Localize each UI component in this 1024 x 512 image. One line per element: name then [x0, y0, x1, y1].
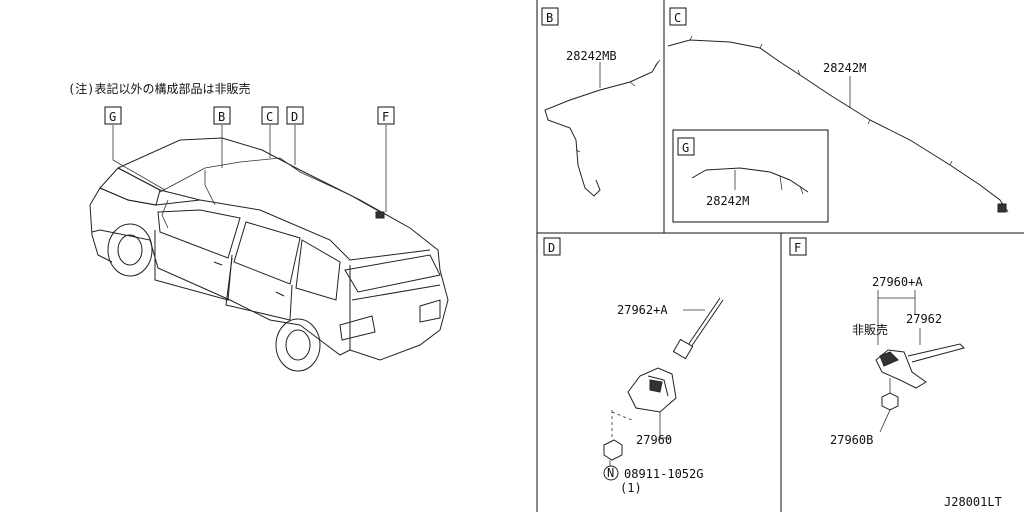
- harness-28242m-g: [691, 167, 809, 193]
- panel-d-nut-qty: (1): [620, 481, 642, 495]
- panel-d: D 27962+A 27960 N 08911-1052G (1): [543, 237, 724, 495]
- panel-d-nut-symbol: N: [607, 466, 614, 480]
- panel-frames: [536, 0, 1024, 512]
- panel-d-nut-part: 08911-1052G: [624, 467, 703, 481]
- nut-27960b-icon: [881, 392, 899, 411]
- callout-c-label: C: [266, 110, 273, 124]
- callout-g-label: G: [109, 110, 116, 124]
- callout-f-label: F: [382, 110, 389, 124]
- callout-c[interactable]: C: [261, 106, 279, 125]
- panel-b-letter: B: [546, 11, 553, 25]
- callout-b-label: B: [218, 110, 225, 124]
- note-text: (注)表記以外の構成部品は非販売: [68, 81, 250, 96]
- panel-g-part-number: 28242M: [706, 194, 749, 208]
- panel-f-assembly-part: 27960+A: [872, 275, 923, 289]
- harness-28242mb: [544, 61, 659, 197]
- panel-d-antenna-part: 27962+A: [617, 303, 668, 317]
- callout-d[interactable]: D: [286, 106, 304, 125]
- harness-28242m: [667, 39, 1009, 213]
- callout-leaders: [112, 125, 387, 212]
- panel-f: F 27960+A 非販売 27962 27960B: [789, 237, 965, 447]
- panel-b: B 28242MB: [541, 7, 661, 197]
- panel-f-not-sold: 非販売: [852, 322, 888, 337]
- panel-d-letter: D: [548, 241, 555, 255]
- drawing-id: J28001LT: [944, 495, 1002, 509]
- callout-b[interactable]: B: [213, 106, 231, 125]
- callout-g[interactable]: G: [104, 106, 122, 125]
- callout-d-label: D: [291, 110, 298, 124]
- panel-b-part-number: 28242MB: [566, 49, 617, 63]
- vehicle-drawing: [89, 137, 449, 372]
- panel-d-base-part: 27960: [636, 433, 672, 447]
- panel-c-part-number: 28242M: [823, 61, 866, 75]
- panel-g-letter: G: [682, 141, 689, 155]
- nut-icon: [603, 439, 623, 461]
- panel-c: C 28242M G 28242M: [667, 7, 1009, 223]
- panel-f-letter: F: [794, 241, 801, 255]
- panel-f-nut-part: 27960B: [830, 433, 873, 447]
- callout-f[interactable]: F: [377, 106, 395, 125]
- panel-f-rod-part: 27962: [906, 312, 942, 326]
- panel-c-letter: C: [674, 11, 681, 25]
